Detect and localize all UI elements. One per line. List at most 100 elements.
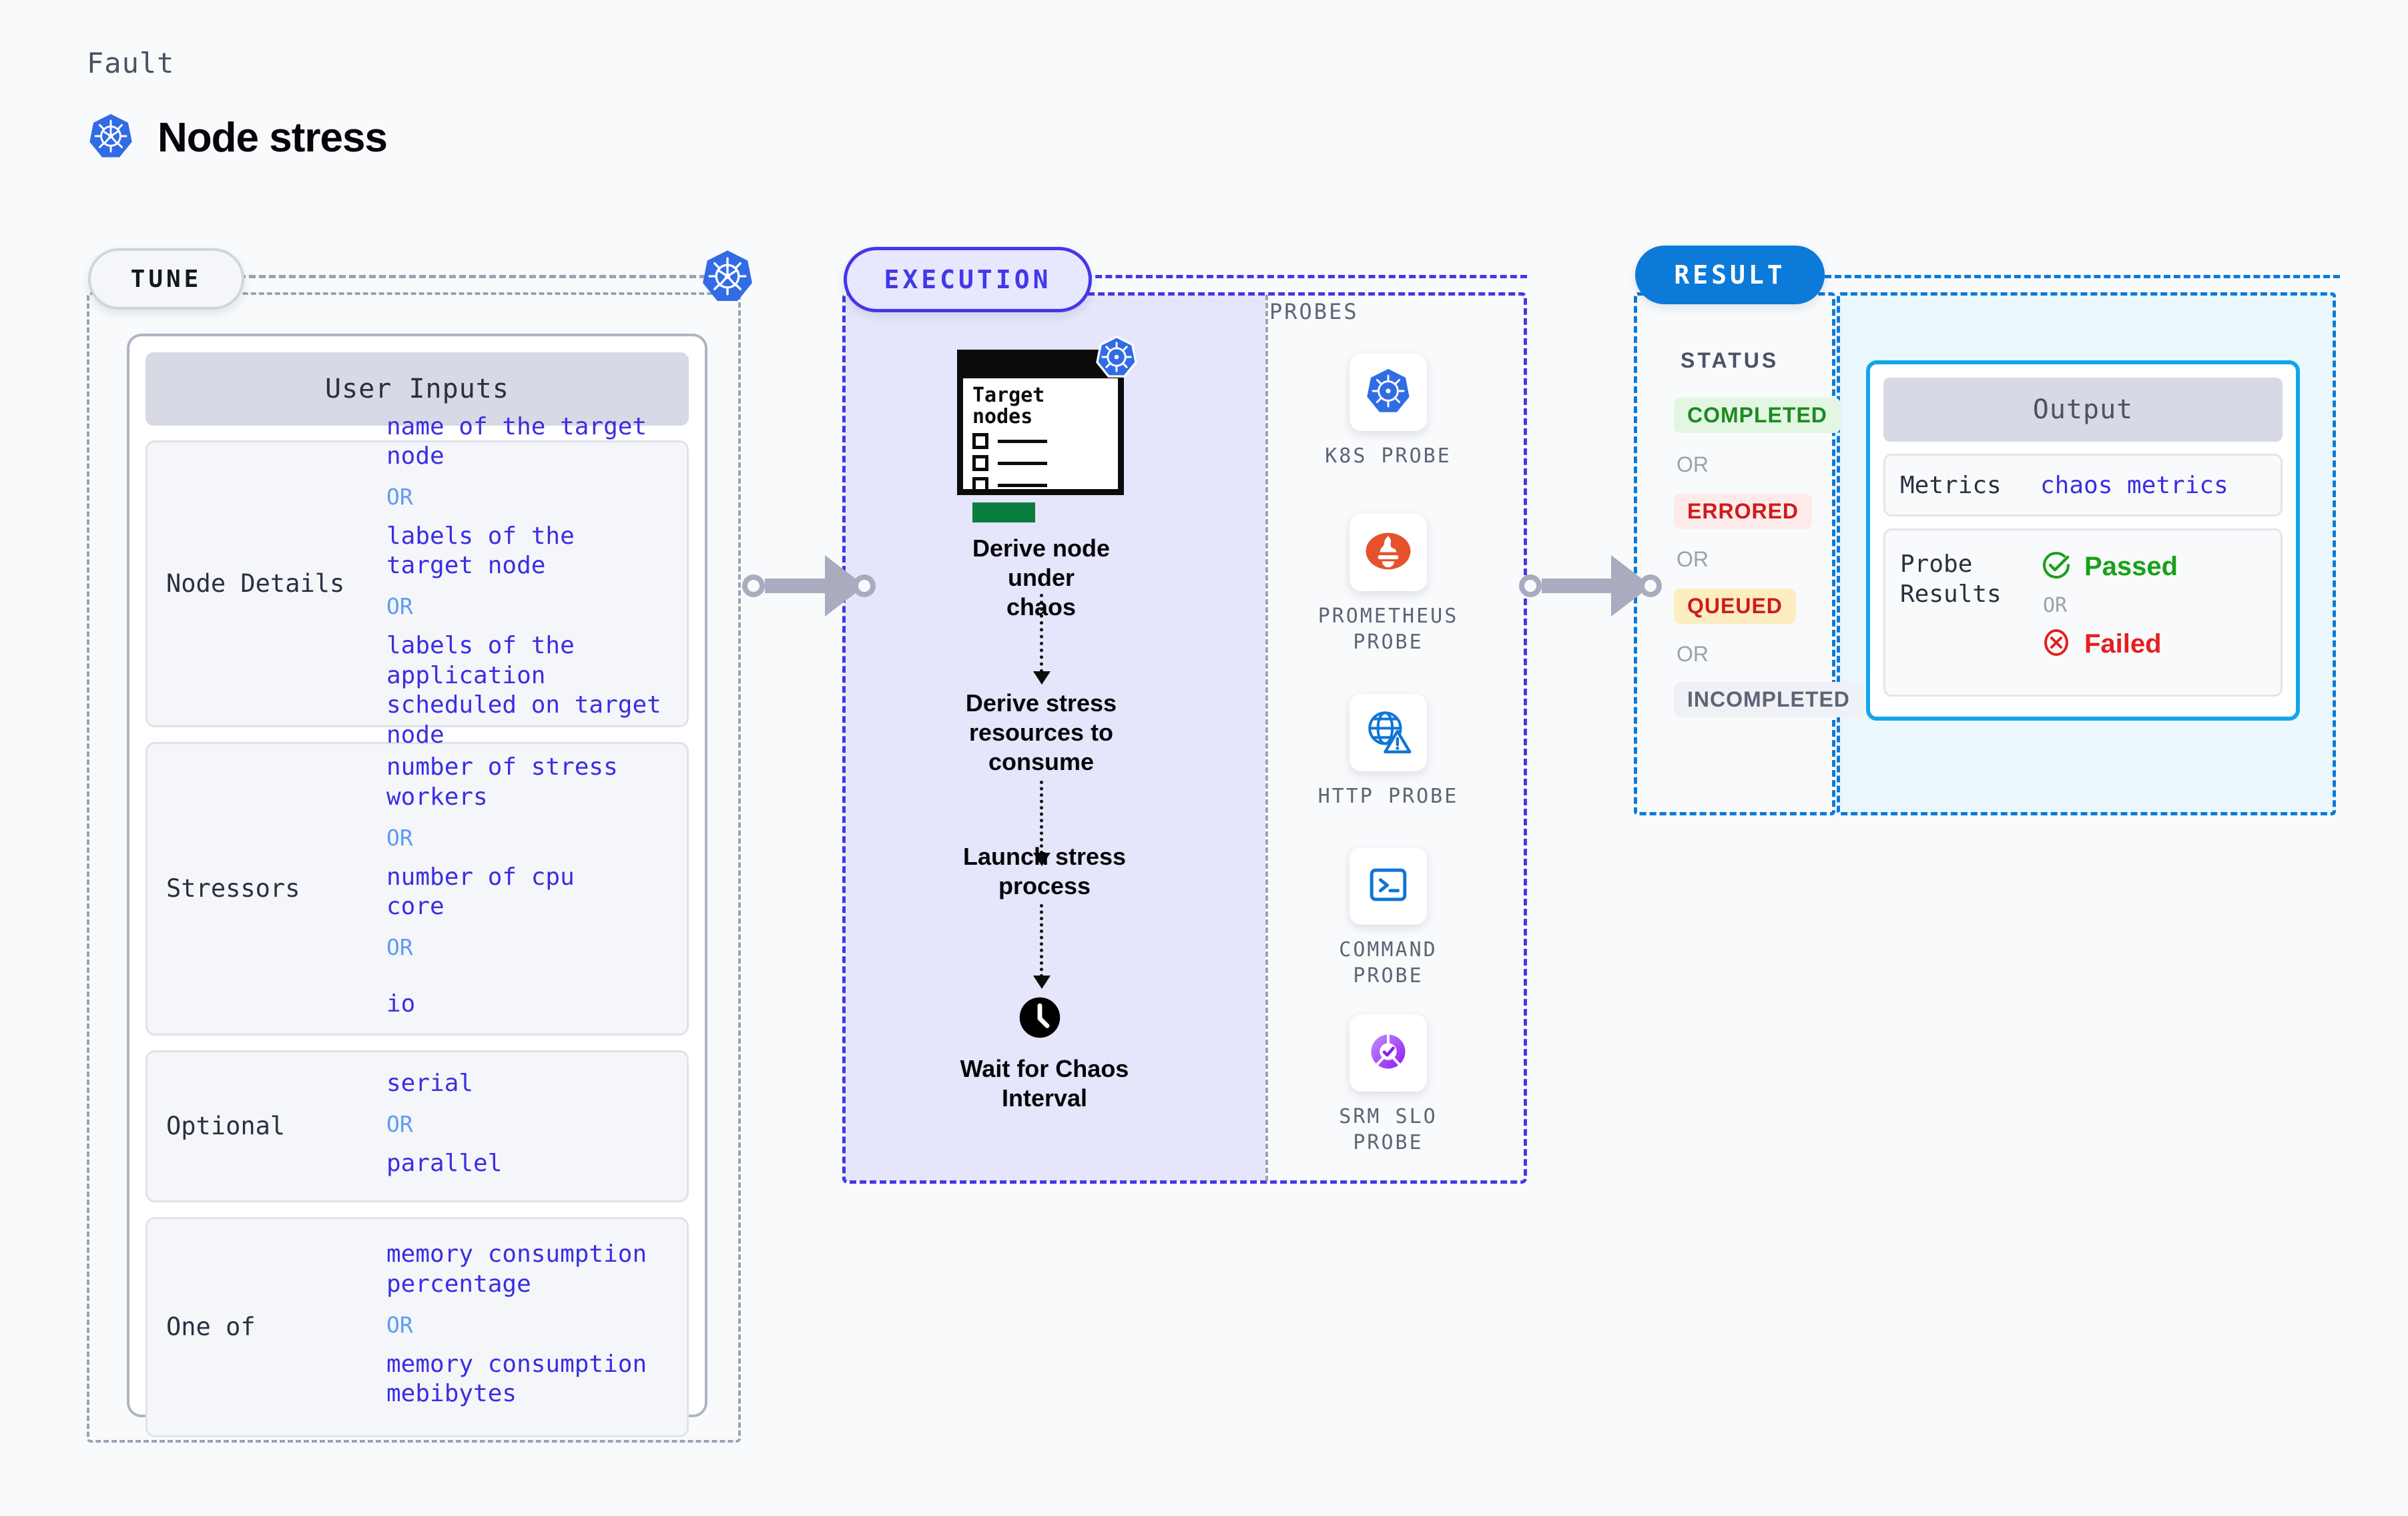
status-separator: OR — [1677, 547, 1709, 571]
input-separator: OR — [386, 593, 413, 619]
input-value: labels of the target node — [386, 522, 575, 580]
flow-arrow-head — [1033, 976, 1050, 989]
execution-header-dashed-line — [1085, 275, 1527, 278]
list-placeholder-line — [998, 439, 1047, 443]
output-row-probe-results: Probe Results Passed OR — [1883, 528, 2283, 697]
user-inputs-card: User Inputs Node Details name of the tar… — [127, 334, 707, 1437]
list-placeholder-line — [998, 483, 1047, 487]
connector-end-dot — [1639, 575, 1662, 597]
probe-label: K8S PROBE — [1325, 444, 1452, 468]
status-separator: OR — [1677, 642, 1709, 666]
probe-srm-slo[interactable]: SRM SLO PROBE — [1308, 1014, 1468, 1156]
checkbox-icon[interactable] — [972, 433, 988, 449]
output-key: Probe Results — [1900, 550, 2002, 608]
flow-arrow-head — [1033, 853, 1050, 866]
kubernetes-icon — [87, 112, 135, 163]
execution-step-3-label: Launch stress process — [962, 843, 1127, 899]
prometheus-icon — [1363, 527, 1414, 579]
execution-step-2-label: Derive stress resources to consume — [965, 689, 1117, 775]
input-value: serial — [386, 1069, 474, 1097]
input-key: Stressors — [166, 873, 300, 903]
probe-result-separator: OR — [2043, 594, 2068, 617]
flow-arrow-line — [1040, 781, 1043, 854]
target-node-list-item — [972, 433, 1118, 449]
probe-k8s[interactable]: K8S PROBE — [1308, 354, 1468, 469]
status-badge-errored: ERRORED — [1674, 494, 1813, 529]
input-row-optional: Optional serial OR parallel — [145, 1050, 689, 1202]
probe-label: PROMETHEUS PROBE — [1317, 605, 1459, 654]
tune-section-pill[interactable]: TUNE — [88, 248, 244, 310]
check-circle-icon — [2040, 549, 2072, 585]
output-title: Output — [1883, 378, 2283, 442]
probe-icon-card — [1349, 514, 1427, 591]
probe-label: SRM SLO PROBE — [1339, 1105, 1438, 1154]
clock-icon — [1018, 996, 1062, 1040]
probe-http[interactable]: HTTP PROBE — [1308, 694, 1468, 809]
connector-start-dot — [1519, 575, 1542, 597]
user-inputs-title: User Inputs — [145, 352, 689, 426]
list-placeholder-line — [998, 461, 1047, 465]
target-node-list-item — [972, 477, 1118, 493]
input-row-stressors: Stressors number of stress workers OR nu… — [145, 742, 689, 1036]
input-row-one-of: One of memory consumption percentage OR … — [145, 1217, 689, 1437]
execution-section-pill[interactable]: EXECUTION — [844, 247, 1092, 312]
target-node-list-item — [972, 455, 1118, 471]
connector-execution-to-result — [1519, 555, 1662, 617]
flow-arrow-line — [1040, 904, 1043, 978]
card-title-bar — [963, 356, 1118, 378]
probe-result-passed: Passed — [2040, 549, 2178, 585]
input-value: memory consumption mebibytes — [386, 1350, 647, 1408]
checkbox-icon[interactable] — [972, 455, 988, 471]
input-separator: OR — [386, 1311, 413, 1338]
input-row-node-details: Node Details name of the target node OR … — [145, 413, 689, 749]
input-key: Optional — [166, 1111, 286, 1140]
probe-result-failed: Failed — [2040, 627, 2178, 662]
input-value: number of cpu core — [386, 863, 575, 921]
probe-icon-card — [1349, 354, 1427, 431]
result-header-dashed-line — [1825, 275, 2340, 278]
probe-prometheus[interactable]: PROMETHEUS PROBE — [1308, 514, 1468, 655]
kubernetes-icon — [1095, 335, 1139, 379]
status-badge-queued: QUEUED — [1674, 589, 1796, 624]
input-value: parallel — [386, 1149, 503, 1177]
connector-end-dot — [853, 575, 876, 597]
input-separator: OR — [386, 1110, 413, 1137]
input-value: name of the target node — [386, 412, 647, 470]
tune-section-boundary — [87, 292, 741, 1443]
checkbox-icon[interactable] — [972, 477, 988, 493]
input-separator: OR — [386, 824, 413, 851]
input-key: Node Details — [166, 568, 345, 598]
output-value: chaos metrics — [2040, 471, 2228, 499]
input-value: labels of the application scheduled on t… — [386, 632, 661, 749]
connector-tune-to-execution — [742, 555, 876, 617]
connector-start-dot — [742, 575, 765, 597]
kubernetes-icon — [1364, 367, 1412, 418]
probe-icon-card — [1349, 1014, 1427, 1092]
flow-arrow-line — [1040, 594, 1043, 673]
x-circle-icon — [2040, 627, 2072, 662]
connector-bar — [765, 579, 825, 593]
target-nodes-card: Target nodes — [957, 350, 1124, 522]
probe-label: HTTP PROBE — [1317, 785, 1459, 808]
probes-divider — [1265, 295, 1268, 1181]
probe-icon-card — [1349, 694, 1427, 771]
page-title: Node stress — [158, 115, 388, 161]
kubernetes-icon — [699, 248, 756, 304]
confirm-button-placeholder[interactable] — [972, 502, 1035, 522]
terminal-icon — [1365, 861, 1412, 911]
result-section-pill[interactable]: RESULT — [1635, 246, 1825, 304]
fault-eyebrow-label: Fault — [87, 47, 175, 79]
probes-label: PROBES — [1269, 299, 1359, 324]
output-card: Output Metrics chaos metrics Probe Resul… — [1866, 360, 2300, 721]
output-key: Metrics — [1900, 471, 2002, 499]
target-nodes-title: Target nodes — [972, 384, 1045, 428]
tune-header-dashed-line — [239, 275, 706, 278]
input-value: number of stress workers — [386, 753, 618, 811]
status-badge-completed: COMPLETED — [1674, 398, 1841, 433]
input-key: One of — [166, 1312, 256, 1341]
passed-label: Passed — [2084, 552, 2178, 581]
connector-bar — [1542, 579, 1611, 593]
output-row-metrics: Metrics chaos metrics — [1883, 454, 2283, 516]
probe-command[interactable]: COMMAND PROBE — [1308, 847, 1468, 989]
execution-section-boundary — [842, 292, 1527, 1184]
